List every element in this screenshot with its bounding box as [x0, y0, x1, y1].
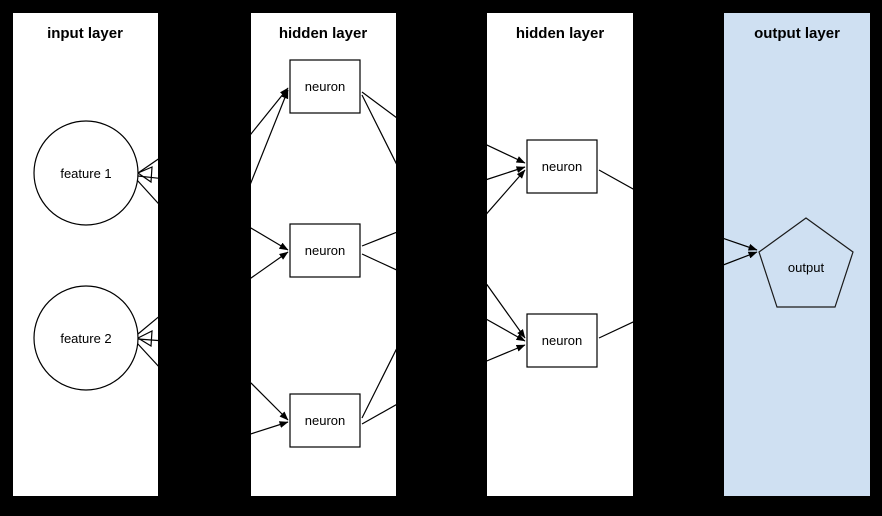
layer-panel-input[interactable]: feature 1 feature 2 input layer	[13, 13, 232, 496]
panel-background-input	[13, 13, 158, 496]
layer-panel-hidden-1[interactable]: neuron neuron neuron hidden layer	[230, 13, 440, 496]
node-hidden-2-neuron-2[interactable]: neuron	[526, 313, 598, 368]
edge-out-h1n2-b	[361, 253, 396, 271]
edge-in-output-a	[724, 237, 758, 251]
hidden-1-neuron-2-box	[289, 223, 361, 278]
edge-out-h2n1	[598, 169, 633, 190]
layer-panel-hidden-2[interactable]: neuron neuron hidden layer	[468, 13, 680, 496]
edge-in-h1n1-a	[251, 87, 289, 135]
edge-in-h2n2-a	[487, 283, 526, 339]
hidden-2-neuron-2-box	[526, 313, 598, 368]
panel-title-output: output layer	[754, 25, 840, 42]
edge-in-h2n2-b	[487, 318, 526, 342]
hidden-1-neuron-3-box	[289, 393, 361, 448]
edge-out-h1n1-b	[361, 94, 396, 165]
edge-in-h2n1-a	[487, 144, 526, 164]
hidden-2-neuron-2-label: neuron	[542, 333, 582, 348]
edge-feature2-b	[137, 338, 158, 342]
edge-out-h1n3-b	[361, 404, 396, 425]
hidden-2-neuron-1-label: neuron	[542, 159, 582, 174]
edges-input-outgoing	[136, 158, 158, 367]
panel-title-input: input layer	[47, 25, 123, 42]
arrowhead-feature2-in	[136, 329, 153, 348]
edge-feature2-c	[136, 342, 158, 367]
edge-in-h1n1-b	[251, 89, 289, 185]
panel-background-hidden-2	[487, 13, 633, 496]
node-hidden-1-neuron-2[interactable]: neuron	[289, 223, 361, 278]
edge-feature1-b	[137, 175, 158, 179]
edge-in-output-b	[724, 251, 758, 266]
edge-out-h1n2-a	[361, 231, 396, 247]
feature-2-label: feature 2	[60, 331, 111, 346]
edges-into-hidden-2	[487, 144, 526, 362]
hidden-1-neuron-3-label: neuron	[305, 413, 345, 428]
edge-in-h1n3-a	[251, 382, 289, 421]
hidden-2-neuron-1-box	[526, 139, 598, 194]
feature-1-label: feature 1	[60, 166, 111, 181]
node-hidden-2-neuron-1[interactable]: neuron	[526, 139, 598, 194]
layer-panel-output[interactable]: output output layer	[705, 13, 870, 496]
arrowhead-feature1-in	[136, 166, 153, 184]
edges-out-hidden-1	[361, 91, 396, 425]
panel-title-hidden-2: hidden layer	[516, 25, 605, 42]
edge-feature2-a	[137, 316, 158, 335]
edges-into-hidden-1	[251, 87, 289, 435]
edge-in-h2n2-c	[487, 344, 526, 362]
output-pentagon	[758, 217, 854, 308]
node-hidden-1-neuron-3[interactable]: neuron	[289, 393, 361, 448]
edge-out-h1n1-a	[361, 91, 396, 119]
hidden-1-neuron-1-box	[289, 59, 361, 114]
edge-in-h1n2-b	[251, 251, 289, 279]
hidden-1-neuron-2-label: neuron	[305, 243, 345, 258]
edge-out-h2n2	[598, 321, 633, 339]
hidden-1-neuron-1-label: neuron	[305, 79, 345, 94]
feature-2-circle	[33, 285, 139, 391]
edge-feature1-a	[137, 158, 158, 174]
edge-in-h2n1-c	[487, 169, 526, 215]
edge-out-h1n3-a	[361, 348, 396, 419]
node-feature-2[interactable]: feature 2	[33, 285, 139, 391]
edge-in-h1n3-b	[251, 421, 289, 435]
node-hidden-1-neuron-1[interactable]: neuron	[289, 59, 361, 114]
edges-out-hidden-2	[598, 169, 633, 339]
edge-feature1-c	[136, 179, 158, 205]
node-feature-1[interactable]: feature 1	[33, 120, 139, 226]
panel-title-hidden-1: hidden layer	[279, 25, 368, 42]
edges-into-output	[724, 237, 758, 266]
output-label: output	[788, 260, 825, 275]
feature-1-circle	[33, 120, 139, 226]
edge-in-h2n1-b	[487, 166, 526, 181]
node-output[interactable]: output	[758, 217, 854, 308]
edge-in-h1n2-a	[251, 227, 289, 251]
